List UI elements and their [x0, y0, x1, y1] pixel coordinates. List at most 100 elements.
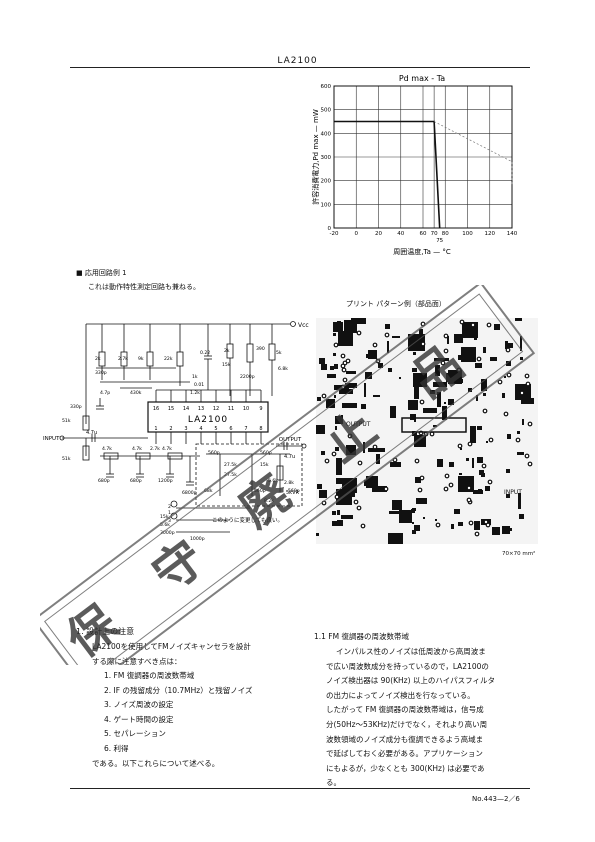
- pcb-trace: [412, 368, 417, 372]
- pcb-trace: [363, 442, 365, 453]
- pcb-trace: [321, 364, 327, 370]
- component-value-label: 27.5k: [224, 472, 237, 478]
- chart-y-tick-label: 100: [321, 202, 332, 208]
- pcb-pad: [420, 341, 426, 347]
- chart-x-tick-75: 75: [436, 238, 443, 244]
- pcb-pad: [524, 453, 530, 459]
- pcb-trace: [334, 364, 338, 369]
- pcb-trace: [462, 322, 478, 338]
- component-value-label: 5.6k: [268, 478, 278, 484]
- pcb-trace: [468, 388, 472, 392]
- pcb-trace: [485, 486, 490, 491]
- pcb-pad: [482, 408, 488, 414]
- pcb-trace: [423, 517, 425, 519]
- pcb-trace: [451, 524, 454, 529]
- component-value-label: 560p: [254, 488, 266, 494]
- component-value-label: 1200p: [158, 478, 173, 484]
- ic-pin-bottom: 5: [214, 426, 217, 432]
- section11-line-10: る。: [326, 778, 341, 788]
- component-value-label: 1000p: [190, 536, 205, 542]
- pcb-pad: [466, 485, 472, 491]
- section1-outro: である。以下これらについて述べる。: [92, 758, 220, 768]
- pcb-trace: [335, 447, 339, 451]
- pcb-trace: [414, 525, 420, 531]
- component-value-label: 4.7k: [102, 446, 112, 452]
- pcb-pad: [321, 500, 327, 506]
- pcb-pad: [420, 321, 426, 327]
- section1-item-3: 3. ノイズ周波の設定: [104, 700, 174, 710]
- pcb-pad: [527, 421, 533, 427]
- component-value-label: 430k: [130, 390, 142, 396]
- pcb-pad: [342, 377, 348, 383]
- section11-line-5: したがって FM 復調器の周波数帯域は，信号成: [326, 705, 484, 715]
- pcb-pad: [488, 437, 494, 443]
- component-value-label: 4.7k: [132, 446, 142, 452]
- component-value-label: 51k: [62, 418, 71, 424]
- pcb-pad: [456, 367, 462, 373]
- pcb-pattern-image: OUTPUT INPUT: [316, 318, 538, 544]
- pcb-pad: [353, 499, 359, 505]
- pcb-trace: [333, 333, 336, 336]
- pcb-trace: [414, 435, 426, 447]
- component-value-label: 390: [256, 346, 265, 352]
- pcb-trace: [365, 372, 372, 379]
- pcb-trace: [479, 470, 484, 475]
- pcb-trace: [387, 341, 389, 353]
- component-value-label: 8.2k: [264, 498, 274, 504]
- component-value-label: 2200p: [240, 374, 255, 380]
- ic-pin-top: 10: [243, 406, 249, 412]
- ic-pin-bottom: 2: [169, 426, 172, 432]
- pcb-trace: [520, 357, 523, 360]
- pcb-trace: [519, 514, 524, 519]
- pcb-trace: [508, 343, 513, 348]
- app-example-subtitle: これは動作特性測定回路も兼ねる。: [88, 283, 200, 291]
- chart-x-tick-label: 60: [420, 231, 427, 237]
- pcb-title: プリント パターン例（部品面）: [346, 300, 446, 308]
- component-value-label: 2: [168, 504, 171, 510]
- pcb-trace: [476, 395, 478, 401]
- pcb-trace: [332, 511, 336, 515]
- pcb-trace: [481, 379, 487, 391]
- component-value-label: 27.5k: [224, 462, 237, 468]
- pcb-pad: [345, 358, 351, 364]
- section11-line-6: 分(50Hz〜53KHz)だけでなく，それより高い周: [326, 720, 488, 729]
- pcb-pad: [372, 342, 378, 348]
- pcb-trace: [517, 452, 524, 455]
- pcb-trace: [437, 459, 443, 467]
- pcb-pad: [443, 486, 449, 492]
- component-value-label: 22k: [164, 356, 173, 362]
- pcb-pad: [515, 437, 521, 443]
- chart-y-tick-label: 0: [328, 226, 332, 232]
- chart-y-tick-label: 600: [321, 84, 332, 90]
- pcb-trace: [334, 395, 336, 398]
- pcb-pad: [506, 372, 512, 378]
- pcb-pad: [356, 330, 362, 336]
- pcb-pad: [414, 458, 420, 464]
- pcb-pad: [357, 460, 363, 466]
- ic-pin-top: 11: [228, 406, 234, 412]
- pcb-trace: [478, 489, 482, 493]
- chart-x-tick-label: 0: [355, 231, 359, 237]
- component-value-label: 5k: [276, 350, 282, 356]
- pcb-trace: [385, 324, 390, 329]
- component-value-label: 0.01: [194, 382, 204, 388]
- component-value-label: 3000p: [160, 530, 175, 536]
- pcb-pad: [419, 475, 425, 481]
- section1-item-6: 6. 利得: [104, 744, 129, 753]
- pcb-trace: [326, 399, 335, 408]
- chart-x-tick-label: 120: [485, 231, 496, 237]
- pcb-trace: [506, 361, 511, 366]
- pcb-trace: [366, 476, 378, 488]
- pcb-trace: [446, 373, 448, 382]
- pcb-trace: [502, 526, 510, 534]
- pcb-trace: [454, 509, 460, 514]
- section1-intro-1: LA2100を使用してFMノイズキャンセラを設計: [92, 642, 251, 651]
- pcb-trace: [366, 354, 368, 358]
- output-cap-label: 4.7u: [284, 454, 295, 460]
- component-value-label: 4.7k: [162, 446, 172, 452]
- pcb-trace: [520, 336, 522, 351]
- pcb-trace: [502, 393, 505, 398]
- pcb-trace: [338, 331, 353, 346]
